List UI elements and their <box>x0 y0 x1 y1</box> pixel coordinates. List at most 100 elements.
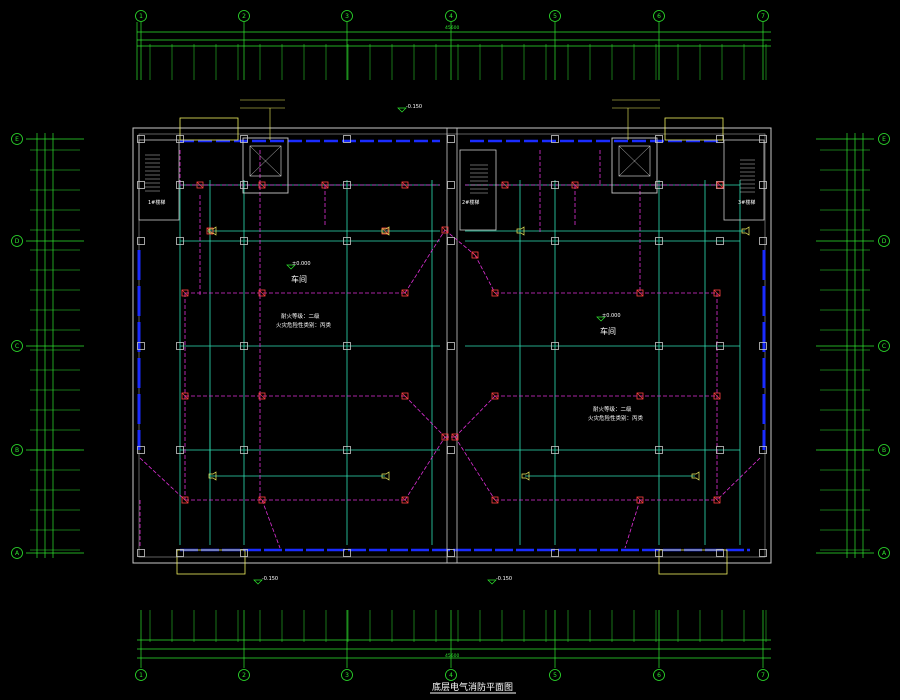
grid-bubble-bottom-2-label: 2 <box>242 672 246 679</box>
stair-and-elevator-cores <box>138 99 765 231</box>
fire-alarm-run <box>624 499 641 549</box>
level-triangle <box>596 316 606 322</box>
level-mark-top: -0.150 <box>406 104 422 110</box>
bottom-dimension-chain <box>137 610 771 668</box>
grid-bubble-top-6-circle <box>653 10 665 22</box>
elevator-car <box>618 145 651 177</box>
smoke-detector <box>713 496 721 504</box>
column <box>240 342 248 350</box>
column <box>176 549 184 557</box>
detector-cross <box>471 251 479 259</box>
detector-cross <box>258 289 266 297</box>
grid-bubble-bottom-4-circle <box>445 669 457 681</box>
column <box>716 446 724 454</box>
stair-core-left <box>138 139 180 221</box>
sounder-symbol <box>208 226 217 236</box>
smoke-detector <box>491 289 499 297</box>
grid-bubble-bottom-7-label: 7 <box>761 672 765 679</box>
elevator-cross <box>618 145 651 177</box>
fire-alarm-wiring <box>139 150 761 549</box>
grid-bubble-bottom-7-circle <box>757 669 769 681</box>
level-triangle <box>253 579 263 585</box>
elevator-car <box>249 145 282 177</box>
column <box>655 135 663 143</box>
elevator-cross <box>249 145 282 177</box>
smoke-detector <box>181 289 189 297</box>
grid-bubble-bottom-3-circle <box>341 669 353 681</box>
detector-cross <box>716 181 724 189</box>
grid-bubble-bottom-2-circle <box>238 669 250 681</box>
detector-cross <box>401 392 409 400</box>
fire-alarm-run <box>716 457 761 501</box>
detector-cross <box>321 181 329 189</box>
grid-bubble-right-E-circle <box>878 133 890 145</box>
grid-bubble-top-3-circle <box>341 10 353 22</box>
smoke-detector <box>258 496 266 504</box>
column <box>655 342 663 350</box>
smoke-detector <box>258 289 266 297</box>
detector-cross <box>713 289 721 297</box>
grid-bubble-top-7-label: 7 <box>761 13 765 20</box>
smoke-detector <box>441 433 449 441</box>
column <box>655 237 663 245</box>
detector-cross <box>441 433 449 441</box>
smoke-detector <box>258 392 266 400</box>
smoke-detector <box>258 181 266 189</box>
detector-cross <box>181 289 189 297</box>
note-hazard-class-left: 火灾危险性类别：丙类 <box>276 321 332 329</box>
fire-alarm-run <box>139 457 186 501</box>
grid-bubble-left-C-label: C <box>15 343 19 350</box>
smoke-detector <box>451 433 459 441</box>
level-mark-bottom-mid: -0.150 <box>496 576 512 582</box>
grid-bubble-left-A-circle <box>11 547 23 559</box>
column <box>137 237 145 245</box>
fire-alarm-run <box>444 229 476 256</box>
column <box>551 181 559 189</box>
detector-cross <box>571 181 579 189</box>
level-triangle <box>397 107 407 113</box>
grid-bubble-top-5-label: 5 <box>553 13 557 20</box>
fire-devices <box>181 181 750 504</box>
smoke-detector <box>441 226 449 234</box>
column <box>240 181 248 189</box>
grid-bubble-right-E-label: E <box>882 136 886 143</box>
grid-bubble-right-A-label: A <box>882 550 887 557</box>
detector-cross <box>636 392 644 400</box>
grid-bubble-right-A-circle <box>878 547 890 559</box>
grid-bubble-top-5-circle <box>549 10 561 22</box>
column <box>551 237 559 245</box>
room-label-stair-mid: 2#楼梯 <box>462 199 479 206</box>
column <box>176 181 184 189</box>
detector-cross <box>636 289 644 297</box>
level-mark-bottom-left: -0.150 <box>262 576 278 582</box>
column <box>759 237 767 245</box>
column <box>176 237 184 245</box>
grid-bubble-bottom-4-label: 4 <box>449 672 453 679</box>
grid-bubble-top-1-circle <box>135 10 147 22</box>
building-outline <box>132 117 772 575</box>
drawing-title: 底层电气消防平面图 <box>432 681 513 693</box>
smoke-detector <box>181 392 189 400</box>
smoke-detector <box>196 181 204 189</box>
grid-bubble-top-7-circle <box>757 10 769 22</box>
fire-alarm-run <box>474 254 496 294</box>
grid-bubble-top-3-label: 3 <box>345 13 349 20</box>
room-label-workshop-right: 车间 <box>600 326 616 336</box>
sounder-symbol <box>741 226 750 236</box>
canopy-left <box>179 117 239 141</box>
structural-columns <box>137 135 767 557</box>
fire-alarm-run <box>404 395 446 438</box>
smoke-detector <box>401 392 409 400</box>
exterior-wall <box>132 127 772 564</box>
grid-bubble-left-E-label: E <box>15 136 19 143</box>
sounder-symbol <box>381 471 390 481</box>
column <box>447 237 455 245</box>
note-hazard-class-right: 火灾危险性类别：丙类 <box>588 414 644 422</box>
fire-alarm-run <box>454 395 496 438</box>
column <box>240 549 248 557</box>
column <box>716 237 724 245</box>
grid-bubble-top-1-label: 1 <box>139 13 143 20</box>
column <box>551 549 559 557</box>
grid-bubble-left-D-circle <box>11 235 23 247</box>
column <box>716 549 724 557</box>
